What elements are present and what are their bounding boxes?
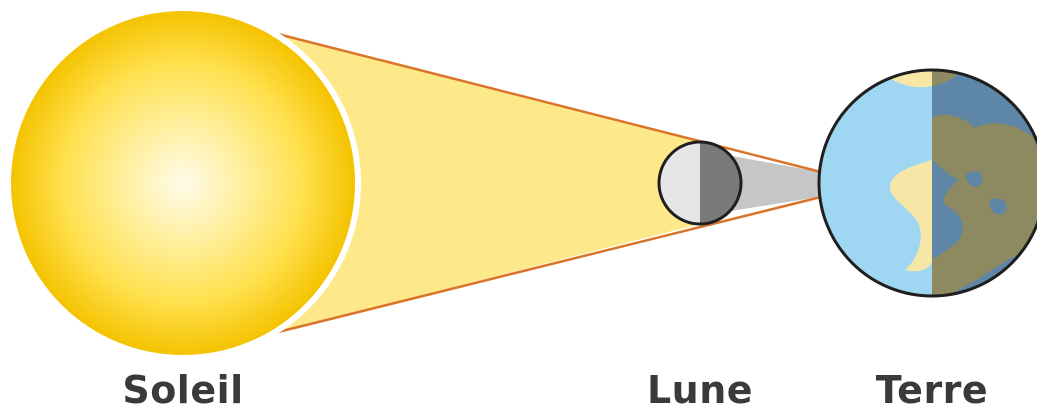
earth-label: Terre <box>876 368 988 412</box>
moon-icon <box>659 142 741 224</box>
moon-label: Lune <box>647 368 753 412</box>
earth-icon <box>819 70 1037 296</box>
sun-icon <box>8 8 358 358</box>
sun-label: Soleil <box>122 368 243 412</box>
